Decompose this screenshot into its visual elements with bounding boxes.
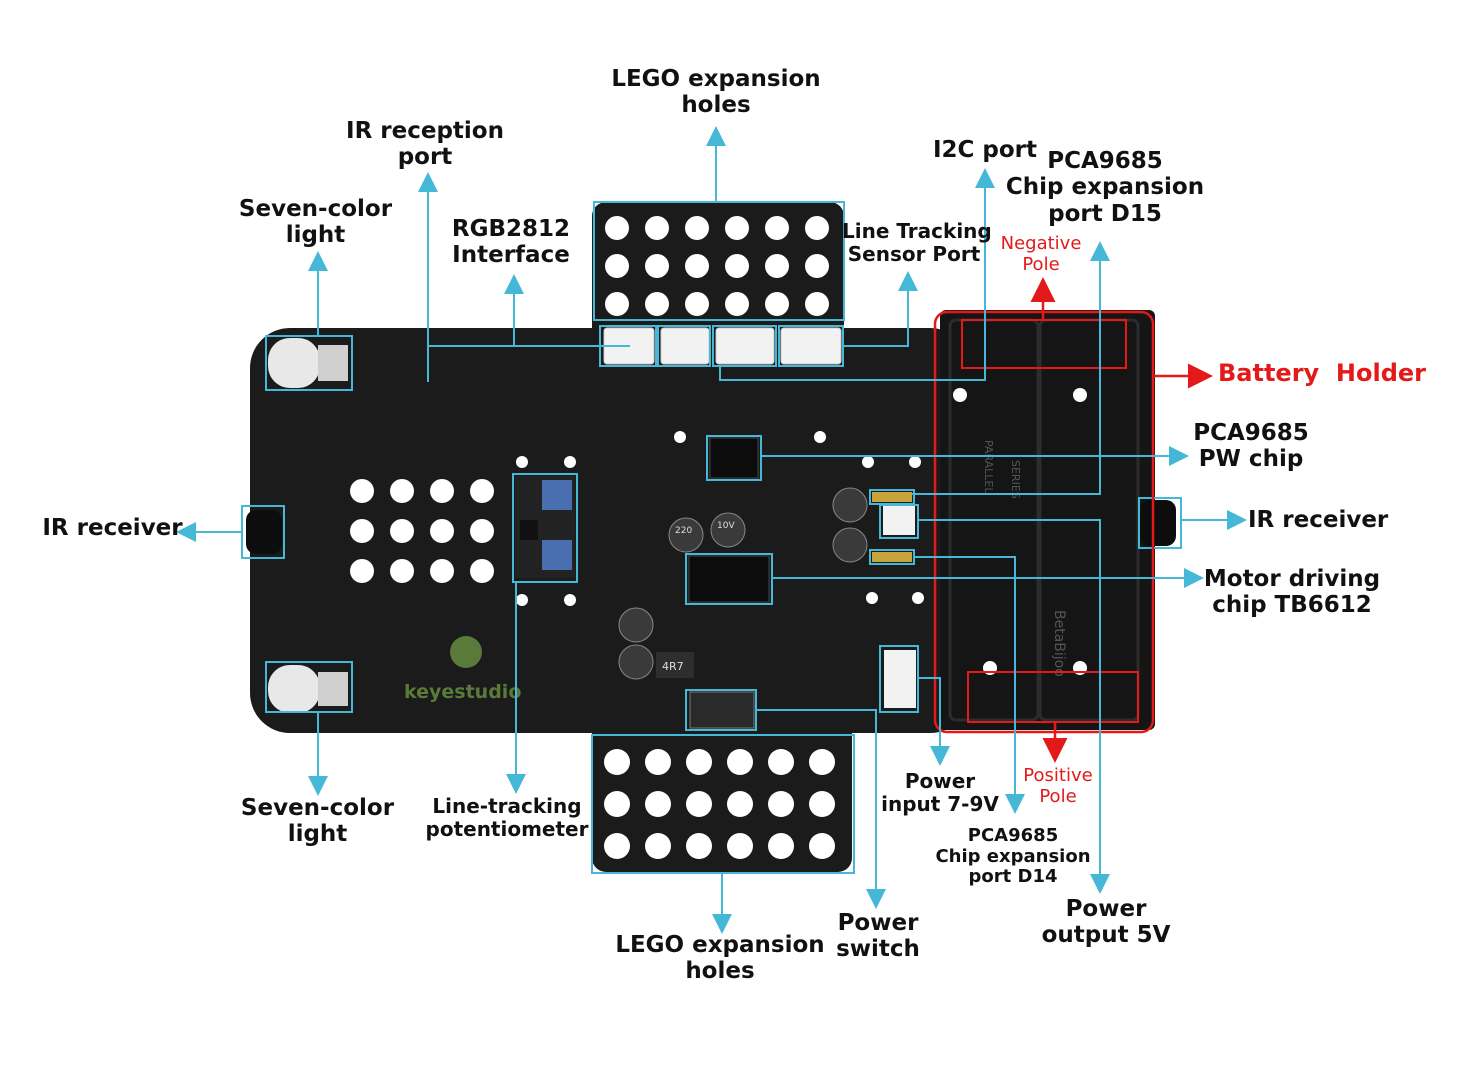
pin-header-d14 <box>872 552 912 562</box>
label-lego-bottom-line2: holes <box>685 958 755 985</box>
label-lego-top-line2: holes <box>681 92 751 119</box>
label-ir-receiver-right-text: IR receiver <box>1248 507 1389 533</box>
label-power-switch-line1: Power <box>837 910 919 936</box>
potentiometers <box>515 476 575 578</box>
label-power-output: Power output 5V <box>1036 896 1176 949</box>
power-output-connector <box>883 505 915 535</box>
power-switch-part <box>689 691 755 729</box>
label-motor-driving-line2: chip TB6612 <box>1212 592 1372 619</box>
leader-lines <box>176 126 1247 934</box>
pin-header-d15 <box>872 492 912 502</box>
label-power-input-line1: Power <box>904 769 976 793</box>
connectors-top <box>603 327 842 365</box>
label-i2c-port: I2C port <box>926 137 1044 163</box>
label-line-tracking-port: Line Tracking Sensor Port <box>842 219 992 266</box>
label-positive-pole: Positive Pole <box>1012 765 1104 807</box>
lego-holes-top <box>605 216 829 316</box>
inductor <box>656 652 694 678</box>
label-line-tracking-pot-line2: potentiometer <box>425 817 589 841</box>
label-pca-pw-chip-line1: PCA9685 <box>1193 420 1309 446</box>
label-lego-bottom-line1: LEGO expansion <box>615 932 825 958</box>
label-ir-receiver-left-text: IR receiver <box>42 515 183 541</box>
label-ir-reception-port-line1: IR reception <box>346 118 504 144</box>
label-pca-d14: PCA9685 Chip expansion port D14 <box>930 825 1096 888</box>
label-pca-d15-line2: Chip expansion <box>1005 174 1205 201</box>
holder-text-brand: BetaBijoo <box>1051 610 1067 677</box>
ir-receiver-left-part <box>246 510 282 554</box>
label-battery-holder: Battery Holder <box>1218 359 1428 388</box>
label-pca-d15-line3: port D15 <box>1048 200 1162 227</box>
label-power-switch-line2: switch <box>836 936 920 963</box>
holder-text-parallel: PARALLEL <box>982 440 995 494</box>
label-ir-receiver-right: IR receiver <box>1248 507 1398 533</box>
seven-color-led-top <box>268 338 348 388</box>
label-motor-driving-line1: Motor driving <box>1203 566 1381 592</box>
label-pca-d14-line1: PCA9685 <box>967 825 1059 846</box>
seven-color-led-bottom <box>268 665 348 713</box>
cap-label-2: 10V <box>717 521 735 531</box>
label-line-tracking-port-line2: Sensor Port <box>847 242 981 266</box>
label-power-output-line1: Power <box>1065 896 1147 922</box>
ir-receiver-right-part <box>1140 500 1176 546</box>
label-line-tracking-pot-line1: Line-tracking <box>432 794 582 818</box>
red-arrows <box>1030 277 1213 763</box>
label-negative-pole-line2: Pole <box>1022 253 1060 275</box>
label-seven-color-bottom: Seven-color light <box>230 795 405 848</box>
power-input-connector <box>884 650 916 708</box>
label-pca-d14-line3: port D14 <box>968 866 1058 888</box>
label-lego-top: LEGO expansion holes <box>600 66 832 119</box>
label-seven-color-bottom-line1: Seven-color <box>240 795 395 821</box>
label-i2c-port-text: I2C port <box>932 137 1038 163</box>
label-seven-color-top: Seven-color light <box>228 196 403 249</box>
label-rgb2812-line1: RGB2812 <box>451 216 571 242</box>
label-pca-pw-chip: PCA9685 PW chip <box>1186 420 1316 473</box>
label-ir-reception-port: IR reception port <box>330 118 520 171</box>
label-battery-holder-text: Battery Holder <box>1218 359 1426 387</box>
keyestudio-logo: keyestudio <box>404 681 521 703</box>
label-motor-driving: Motor driving chip TB6612 <box>1200 566 1384 619</box>
label-seven-color-bottom-line2: light <box>287 821 348 848</box>
label-power-input-line2: input 7-9V <box>881 792 999 816</box>
label-seven-color-top-line1: Seven-color <box>238 196 393 222</box>
tb6612-chip <box>688 555 770 603</box>
inductor-label: 4R7 <box>662 660 684 673</box>
label-line-tracking-port-line1: Line Tracking <box>842 219 992 243</box>
label-rgb2812: RGB2812 Interface <box>440 216 582 269</box>
cap-label: 220 <box>675 526 692 536</box>
label-pca-d14-line2: Chip expansion <box>935 845 1091 867</box>
label-pca-pw-chip-line2: PW chip <box>1198 446 1304 473</box>
holder-text-series: SERIES <box>1009 460 1022 499</box>
label-power-input: Power input 7-9V <box>876 770 1004 816</box>
lego-holes-bottom <box>604 749 835 859</box>
pca9685-chip <box>709 437 759 479</box>
label-power-output-line2: output 5V <box>1041 922 1171 949</box>
keyestudio-logo-icon <box>450 636 482 668</box>
label-power-switch: Power switch <box>826 910 930 963</box>
label-lego-top-line1: LEGO expansion <box>611 66 821 92</box>
label-rgb2812-line2: Interface <box>452 242 570 269</box>
label-pca-d15: PCA9685 Chip expansion port D15 <box>1000 148 1210 227</box>
capacitors <box>618 487 868 680</box>
label-seven-color-top-line2: light <box>285 222 346 249</box>
label-ir-reception-port-line2: port <box>397 144 453 171</box>
label-positive-pole-line1: Positive <box>1023 765 1093 786</box>
label-negative-pole-line1: Negative <box>1000 233 1082 254</box>
label-pca-d15-line1: PCA9685 <box>1047 148 1163 174</box>
lego-holes-left <box>350 479 494 583</box>
label-line-tracking-pot: Line-tracking potentiometer <box>422 795 592 841</box>
label-negative-pole: Negative Pole <box>995 233 1087 275</box>
label-lego-bottom: LEGO expansion holes <box>604 932 836 985</box>
label-positive-pole-line2: Pole <box>1039 785 1077 807</box>
label-ir-receiver-left: IR receiver <box>40 515 185 541</box>
